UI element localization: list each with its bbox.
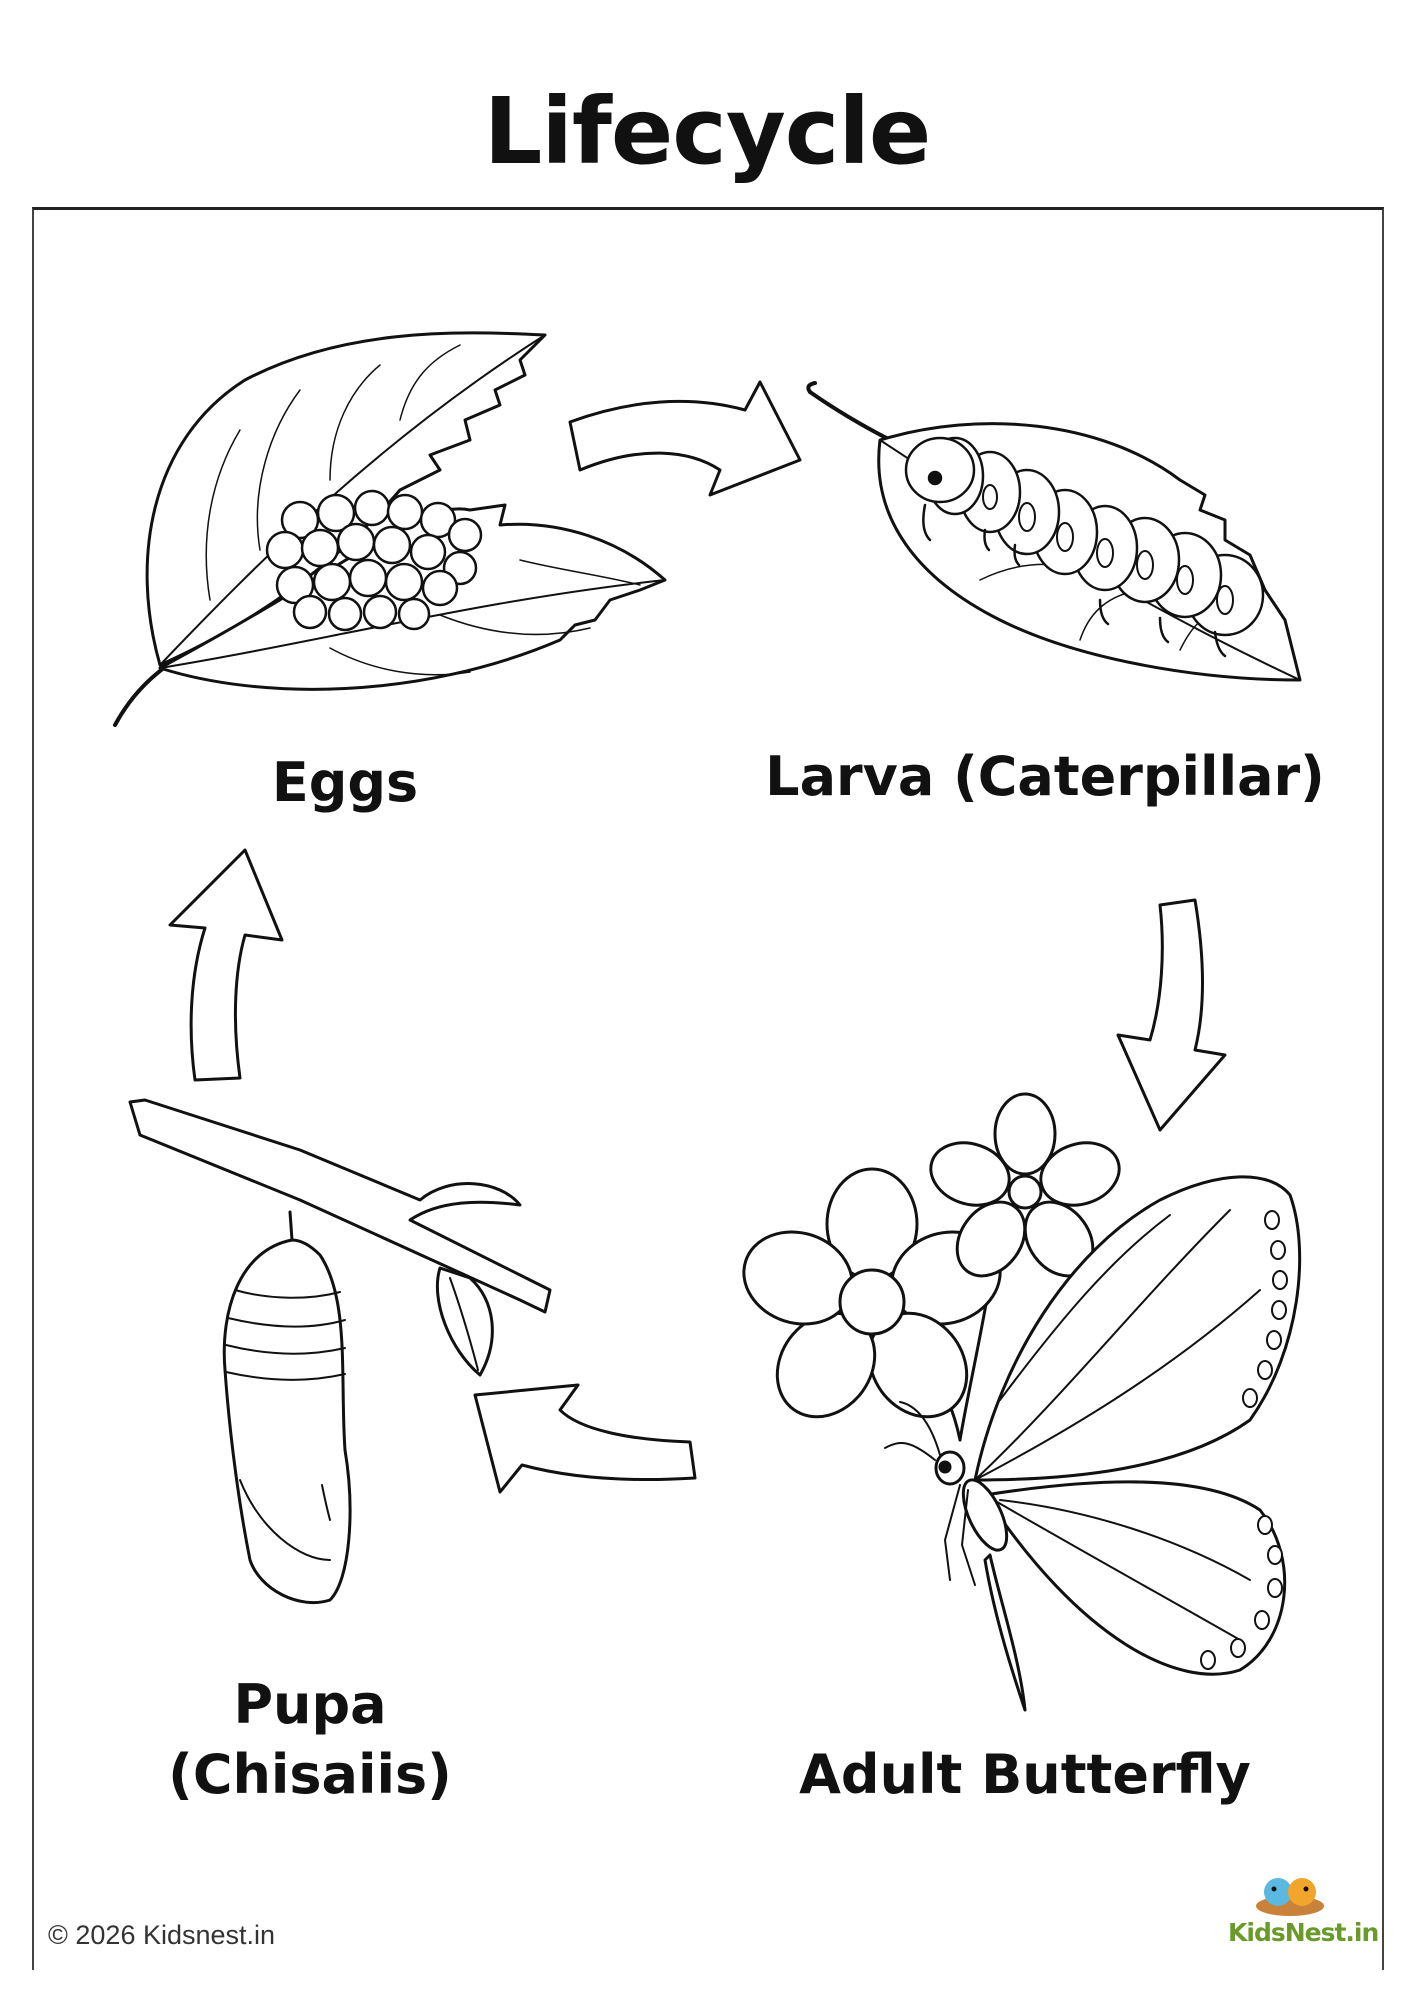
stage-label-larva: Larva (Caterpillar) bbox=[765, 745, 1325, 808]
content-frame bbox=[32, 207, 1384, 1970]
copyright-text: © 2026 Kidsnest.in bbox=[48, 1920, 276, 1950]
cycle-arrow-icon bbox=[473, 1383, 697, 1494]
stage-label-eggs: Eggs bbox=[271, 751, 419, 814]
chrysalis-on-branch-icon bbox=[128, 1098, 552, 1605]
kidsnest-logo-icon: KidsNest.in bbox=[1228, 1870, 1379, 1950]
stage-label-adult: Adult Butterfly bbox=[799, 1743, 1251, 1806]
stage-label-pupa-line1: Pupa bbox=[233, 1673, 387, 1736]
butterfly-with-flowers-icon bbox=[742, 1092, 1302, 1712]
logo-text: KidsNest.in bbox=[1228, 1918, 1379, 1947]
caterpillar-on-leaf-icon bbox=[806, 381, 1302, 682]
leaf-with-eggs-icon bbox=[113, 331, 667, 727]
page-title: Lifecycle bbox=[483, 78, 932, 185]
logo-birds-icon bbox=[1256, 1878, 1324, 1916]
stage-label-pupa: Pupa (Chisaiis) bbox=[150, 1670, 470, 1810]
cycle-arrow-icon bbox=[168, 848, 284, 1082]
cycle-arrow-icon bbox=[1116, 898, 1227, 1132]
stage-label-pupa-line2: (Chisaiis) bbox=[168, 1743, 452, 1807]
cycle-arrow-icon bbox=[568, 380, 802, 497]
